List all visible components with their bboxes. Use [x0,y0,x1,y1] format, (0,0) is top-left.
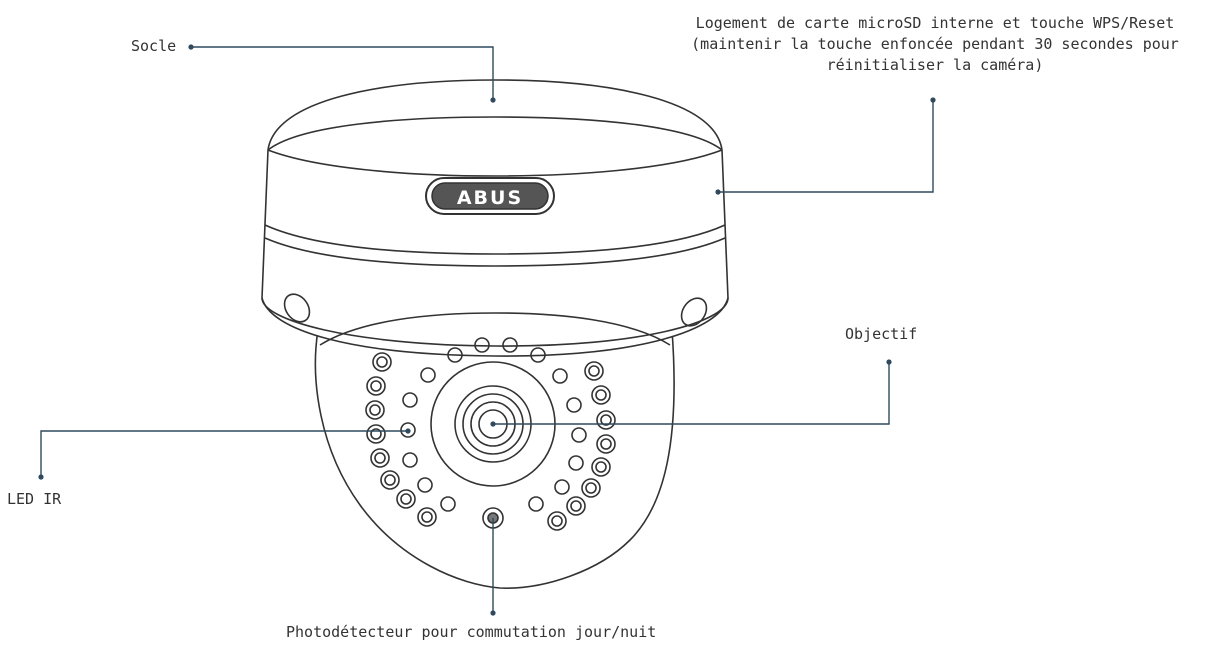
dome-shell [314,329,675,589]
ir-led-outer-left [365,352,437,527]
ir-led-outer-right [547,361,616,531]
base-band-lower [267,149,723,177]
label-microsd-line3: réinitialiser la caméra) [826,56,1044,74]
label-microsd: Logement de carte microSD interne et tou… [665,13,1205,76]
label-photodetecteur: Photodétecteur pour commutation jour/nui… [286,623,657,641]
label-socle: Socle [131,37,177,55]
abus-logo: ABUS [425,177,555,215]
label-microsd-line1: Logement de carte microSD interne et tou… [695,14,1175,32]
leader-socle [191,46,494,100]
leader-microsd [718,100,934,193]
screw-hole-right [680,297,708,327]
screw-hole-left [283,293,311,323]
leader-lines [40,46,934,613]
base-cap [267,79,723,151]
housing-rim [261,297,729,347]
base-band [267,116,723,151]
label-objectif: Objectif [845,325,918,343]
dome-opening [319,312,671,346]
dome-camera-illustration: ABUS [261,79,729,589]
housing-seam [264,224,726,255]
label-microsd-line2: (maintenir la touche enfoncée pendant 30… [691,35,1179,53]
leader-dots [38,44,936,616]
label-led-ir: LED IR [7,490,62,508]
leader-objectif [493,362,890,425]
abus-logo-text: ABUS [457,187,523,209]
ir-led-inner-ring [400,337,587,512]
housing-body [261,149,729,357]
leader-led-ir [40,430,408,477]
housing-seam-2 [264,237,726,267]
